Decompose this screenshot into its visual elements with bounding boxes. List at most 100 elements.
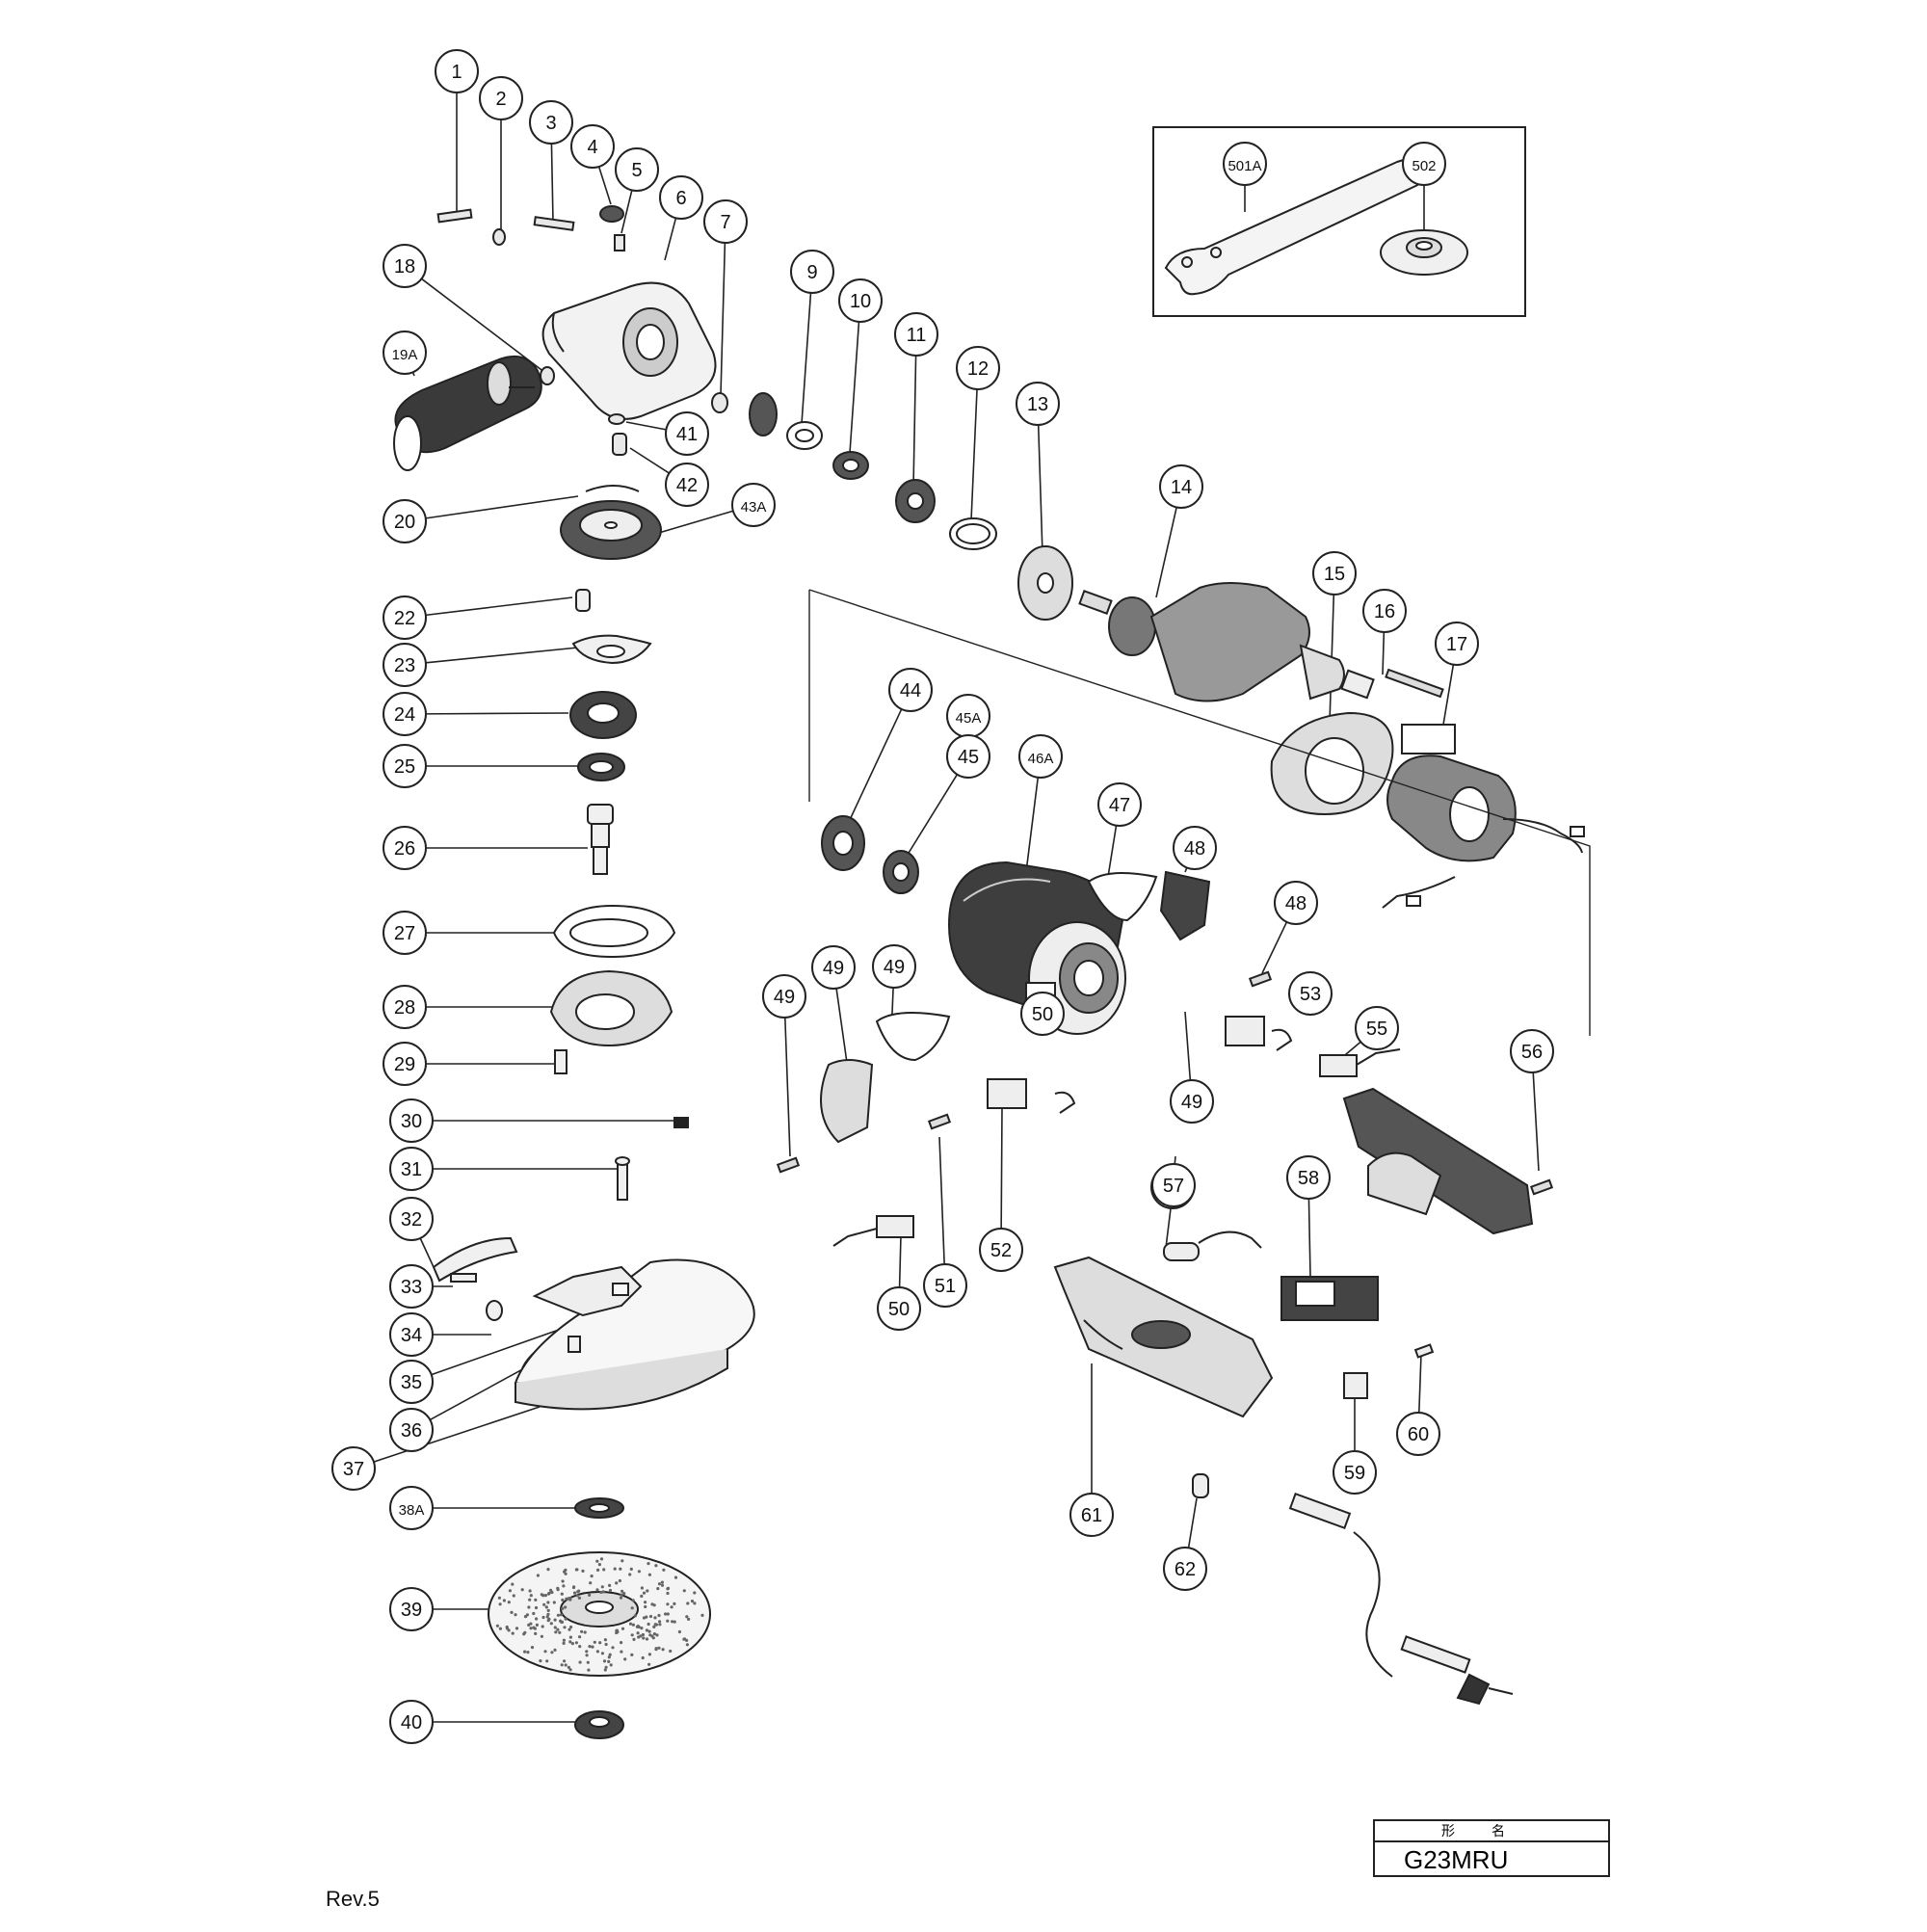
wheel-grit-dot <box>588 1593 592 1597</box>
wheel-grit-dot <box>644 1601 647 1604</box>
wheel-grit-dot <box>595 1650 600 1654</box>
part-callout-circle <box>383 744 427 788</box>
model-title-block: 形名 G23MRU <box>1373 1819 1610 1877</box>
wheel-grit-dot <box>540 1593 543 1597</box>
wheel-grit-dot <box>514 1613 517 1617</box>
wheel-grit-dot <box>644 1604 647 1609</box>
wheel-grit-dot <box>631 1623 636 1627</box>
motor-housing-outline <box>808 589 1591 1036</box>
wheel-grit-dot <box>558 1630 562 1634</box>
wheel-grit-dot <box>578 1635 582 1639</box>
part-callout-label: 41 <box>676 424 698 445</box>
spindle-stack-parts <box>549 589 676 1074</box>
wheel-grit-dot <box>550 1651 554 1654</box>
wheel-grit-dot <box>541 1625 544 1628</box>
part-callout-label: 44 <box>900 680 921 701</box>
part-callout-leader-line <box>425 495 579 519</box>
part-callout-circle <box>1163 1547 1207 1591</box>
part-callout-label: 7 <box>720 212 730 233</box>
wheel-grit-dot <box>577 1589 581 1593</box>
part-callout-circle <box>956 346 1000 390</box>
wheel-grit-dot <box>545 1659 549 1663</box>
wheel-grit-dot <box>618 1578 622 1583</box>
wheel-grit-dot <box>637 1570 642 1574</box>
part-callout-label: 48 <box>1184 838 1205 860</box>
wheel-grit-dot <box>622 1592 626 1596</box>
wheel-grit-dot <box>599 1590 603 1595</box>
wheel-grit-dot <box>604 1665 608 1669</box>
wheel-grit-dot <box>498 1602 502 1606</box>
part-callout-leader-line <box>1037 424 1043 555</box>
wheel-grit-dot <box>682 1637 687 1641</box>
part-callout-circle <box>383 643 427 687</box>
part-callout-label: 32 <box>401 1209 422 1231</box>
part-callout-label: 27 <box>394 923 415 944</box>
wheel-grit-dot <box>647 1622 650 1627</box>
wheel-grit-dot <box>609 1663 613 1667</box>
wheel-grit-dot <box>653 1616 657 1620</box>
wheel-grit-dot <box>534 1605 539 1610</box>
part-callout-label: 49 <box>1181 1092 1202 1113</box>
wheel-grit-dot <box>569 1625 573 1629</box>
part-callout-label: 24 <box>394 704 415 726</box>
wheel-grit-dot <box>583 1630 587 1634</box>
wheel-grit-dot <box>535 1617 539 1621</box>
part-callout-label: 49 <box>774 987 795 1008</box>
wheel-grit-dot <box>593 1640 596 1644</box>
wheel-grit-dot <box>588 1645 592 1649</box>
part-callout-leader-line <box>1187 1497 1198 1548</box>
accessory-box <box>1152 126 1526 317</box>
small-screws-parts <box>436 205 728 456</box>
part-callout-circle <box>979 1228 1023 1272</box>
motor-housing-46a-part <box>821 815 1126 1035</box>
part-callout-circle <box>659 175 703 220</box>
wheel-grit-dot <box>534 1598 538 1601</box>
wheel-grit-dot <box>591 1645 594 1649</box>
wheel-grit-dot <box>655 1633 659 1637</box>
accessory-callout-circle <box>1402 142 1446 186</box>
wheel-grit-dot <box>629 1567 633 1571</box>
wheel-grit-dot <box>586 1660 590 1664</box>
wheel-grit-dot <box>585 1650 589 1654</box>
wheel-grit-dot <box>562 1638 567 1642</box>
wheel-grit-dot <box>562 1641 566 1645</box>
part-callout-label: 50 <box>1032 1004 1053 1025</box>
part-callout-circle <box>946 734 990 779</box>
part-callout-label: 30 <box>401 1111 422 1132</box>
wheel-grit-dot <box>633 1614 638 1618</box>
wheel-grit-dot <box>549 1588 553 1592</box>
part-callout-leader-line <box>629 447 670 474</box>
part-callout-label: 20 <box>394 512 415 533</box>
wheel-grit-dot <box>615 1628 619 1632</box>
part-callout-circle <box>731 483 776 527</box>
revision-label: Rev.5 <box>326 1887 380 1911</box>
wheel-grit-dot <box>607 1655 611 1659</box>
part-callout-leader-line <box>431 1329 560 1376</box>
wheel-grit-dot <box>561 1598 565 1602</box>
part-callout-label: 45 <box>958 747 979 768</box>
part-callout-label: 49 <box>823 958 844 979</box>
wheel-grit-dot <box>666 1602 670 1606</box>
wheel-grit-dot <box>693 1591 697 1595</box>
part-callout-leader-line <box>938 1136 945 1265</box>
part-callout-circle <box>383 826 427 870</box>
part-callout-circle <box>1355 1006 1399 1050</box>
wheel-grit-dot <box>556 1586 560 1590</box>
wheel-grit-dot <box>563 1626 567 1629</box>
wheel-grit-dot <box>645 1628 649 1632</box>
part-callout-circle <box>389 1197 434 1241</box>
part-callout-label: 49 <box>884 957 905 978</box>
wheel-grit-dot <box>658 1620 662 1624</box>
wheel-grit-dot <box>641 1632 646 1637</box>
part-callout-label: 14 <box>1171 477 1192 498</box>
wheel-grit-dot <box>600 1585 604 1589</box>
part-callout-label: 4 <box>587 137 597 158</box>
wheel-grit-dot <box>507 1601 511 1604</box>
wheel-grit-dot <box>661 1648 665 1652</box>
wheel-grit-dot <box>589 1581 593 1585</box>
part-callout-circle <box>762 974 806 1019</box>
part-callout-circle <box>435 49 479 93</box>
wheel-grit-dot <box>575 1594 579 1598</box>
wheel-grit-dot <box>520 1588 524 1592</box>
wheel-grit-dot <box>620 1650 623 1654</box>
